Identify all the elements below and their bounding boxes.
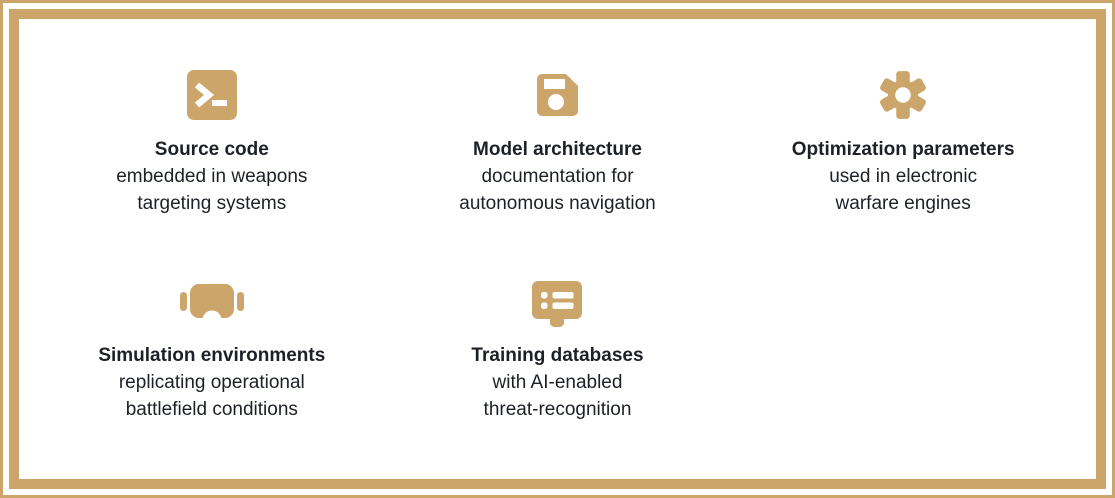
- feature-description-line: documentation for: [481, 166, 634, 187]
- feature-description-line: battlefield conditions: [125, 399, 298, 420]
- list-board-icon: [529, 275, 585, 327]
- feature-description-line: used in electronic: [829, 166, 978, 187]
- feature-title: Training databases: [471, 345, 644, 366]
- floppy-disk-icon: [531, 69, 583, 121]
- gear-icon: [876, 69, 930, 121]
- feature-source-code: Source code embedded in weapons targetin…: [116, 69, 307, 217]
- card-border: Source code embedded in weapons targetin…: [9, 9, 1106, 489]
- feature-description-line: with AI-enabled: [492, 372, 623, 393]
- feature-title: Source code: [154, 139, 269, 160]
- feature-description-line: autonomous navigation: [459, 193, 656, 214]
- feature-simulation-environments: Simulation environments replicating oper…: [98, 275, 325, 423]
- feature-training-databases: Training databases with AI-enabled threa…: [471, 275, 644, 423]
- feature-description-line: targeting systems: [137, 193, 287, 214]
- feature-description-line: replicating operational: [118, 372, 305, 393]
- feature-description-line: warfare engines: [835, 193, 971, 214]
- feature-title: Optimization parameters: [791, 139, 1015, 160]
- feature-title: Simulation environments: [98, 345, 326, 366]
- feature-model-architecture: Model architecture documentation for aut…: [459, 69, 656, 217]
- feature-title: Model architecture: [473, 139, 642, 160]
- features-grid: Source code embedded in weapons targetin…: [19, 19, 1096, 479]
- feature-optimization-parameters: Optimization parameters used in electron…: [792, 69, 1015, 217]
- terminal-icon: [186, 69, 238, 121]
- vr-headset-icon: [179, 275, 244, 327]
- feature-description-line: threat-recognition: [483, 399, 632, 420]
- feature-description-line: embedded in weapons: [116, 166, 308, 187]
